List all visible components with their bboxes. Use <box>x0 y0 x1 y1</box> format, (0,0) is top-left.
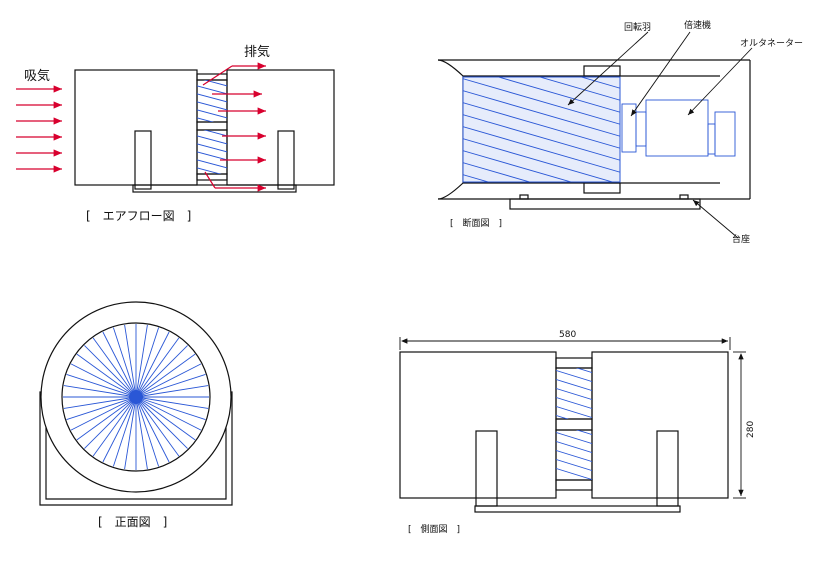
alternator <box>645 99 736 157</box>
side-caption: [ 側面図 ] <box>408 523 460 535</box>
airflow-caption: [ エアフロー図 ] <box>86 209 191 223</box>
rotor-blade <box>135 324 148 398</box>
rotor-blade <box>135 396 196 441</box>
section-base <box>509 194 701 210</box>
front-diagram: [ 正面図 ] <box>39 301 233 529</box>
side-housing <box>399 351 729 513</box>
rotor-blade <box>84 396 137 449</box>
rotor-blade <box>135 373 206 398</box>
exhaust-arrows <box>202 62 266 192</box>
rotor-blade <box>84 345 137 398</box>
rotor-blade <box>76 353 137 398</box>
rotor-blade <box>135 396 206 421</box>
side-rotor-hatch-upper <box>556 368 592 419</box>
rotor-blade <box>70 396 137 431</box>
width-dimension: 580 <box>559 330 576 340</box>
alternator-label: オルタネーター <box>740 38 803 49</box>
rotor-blade <box>135 396 170 463</box>
side-rotor-hatch-lower <box>556 430 592 480</box>
front-caption: [ 正面図 ] <box>98 515 167 529</box>
rotor-blade <box>92 396 137 457</box>
section-diagram: 回転羽 倍速機 オルタネーター 台座 [ 断面図 ] <box>437 19 803 245</box>
rotor-blade <box>135 396 148 470</box>
height-dimension: 280 <box>746 421 756 438</box>
side-dimension-height <box>733 351 746 499</box>
rotor-blades <box>63 324 209 470</box>
intake-arrows <box>16 85 62 173</box>
rotor-blade <box>135 396 188 449</box>
rotor-blade <box>135 331 170 398</box>
airflow-diagram: 吸気 排気 <box>16 44 335 223</box>
rotor-blade <box>66 373 137 398</box>
rotor-section-hatch <box>463 77 620 182</box>
section-caption: [ 断面図 ] <box>450 217 502 229</box>
rotor-blade <box>63 396 137 409</box>
side-diagram: 580 280 <box>399 330 756 535</box>
rotor-blade <box>135 396 209 409</box>
rotor-blade <box>63 385 137 398</box>
side-dimension-width <box>399 337 731 350</box>
base-label: 台座 <box>732 233 750 245</box>
gearbox-label: 倍速機 <box>684 19 711 31</box>
rotor-blade <box>102 396 137 463</box>
rotor-blade <box>135 337 180 398</box>
rotor-blade <box>66 396 137 421</box>
rotor-hatch-upper <box>197 80 227 122</box>
airflow-housing <box>74 69 335 193</box>
rotor-blade <box>135 345 188 398</box>
exhaust-label: 排気 <box>244 44 270 60</box>
rotor-blade <box>112 396 137 467</box>
section-leaders <box>567 31 753 239</box>
rotor-blade <box>135 363 202 398</box>
rotor-blade <box>135 353 196 398</box>
rotor-blade <box>102 331 137 398</box>
rotor-blade <box>135 396 180 457</box>
rotor-blade <box>135 385 209 398</box>
rotor-blade <box>92 337 137 398</box>
rotor-blade <box>135 396 160 467</box>
rotor-blade <box>135 327 160 398</box>
intake-label: 吸気 <box>24 68 50 84</box>
rotor-hub <box>129 390 143 404</box>
rotor-blade <box>135 396 202 431</box>
rotor-blade <box>70 363 137 398</box>
rotor-blade <box>112 327 137 398</box>
rotor-blade <box>76 396 137 441</box>
rotor-label: 回転羽 <box>624 22 651 33</box>
rotor-blade <box>124 396 137 470</box>
rotor-hatch-lower <box>197 130 227 174</box>
rotor-blade <box>124 324 137 398</box>
